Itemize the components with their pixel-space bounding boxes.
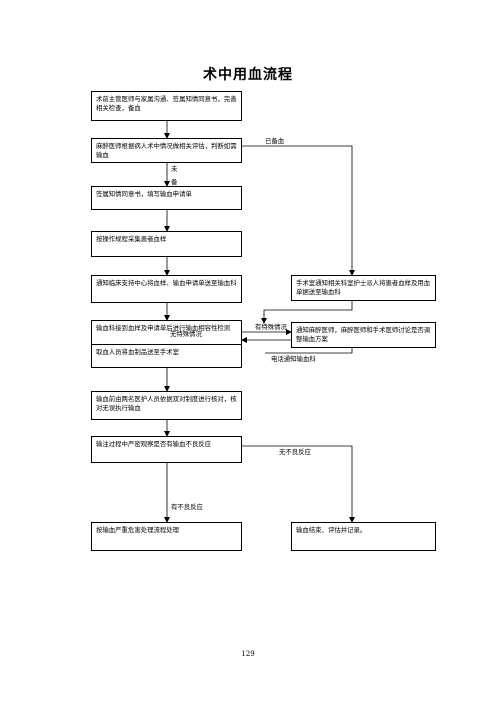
flow-box-deliver-blood: 取血人员将血制品送至手术室 bbox=[91, 344, 242, 368]
flow-box-collect-sample: 按操作规程采集患者血样 bbox=[91, 231, 242, 257]
page-title: 术中用血流程 bbox=[203, 67, 293, 83]
flow-box-compat-test: 输血科接到血样及申请单后进行输血相容性检测 bbox=[91, 320, 242, 347]
flow-box-anesthesia-eval: 麻醉医师根据病人术中情况做相关评估，判断如需输血 bbox=[91, 138, 242, 163]
label-phone-notify: 电话通知输血科 bbox=[271, 355, 316, 363]
arrow-phone-notify bbox=[265, 348, 353, 354]
label-not-prepared-1: 未 bbox=[171, 165, 178, 173]
flow-box-consent: 签属知情同意书，填写输血申请单 bbox=[91, 186, 242, 210]
flow-box-observe: 输注过程中严密观察是否有输血不良反应 bbox=[91, 436, 242, 463]
flow-box-anesthesia-notify: 通知麻醉医师，麻醉医师和手术医师讨论是否调整输血方案 bbox=[291, 322, 436, 348]
flow-box-send-sample: 通知临床支持中心将血样、输血申请单送至输血科 bbox=[91, 275, 242, 303]
arrow-no-adverse bbox=[242, 445, 355, 523]
arrow-prepared bbox=[242, 145, 355, 276]
flow-box-or-notify: 手术室通知相关科室护士派人将患者血样及用血单据送至输血科 bbox=[291, 275, 436, 301]
label-no-special-case: 无特殊情况 bbox=[170, 330, 202, 338]
label-not-prepared-2: 备 bbox=[171, 178, 178, 186]
label-has-adverse: 有不良反应 bbox=[171, 503, 203, 511]
page-number: 129 bbox=[241, 650, 255, 658]
flow-box-preop: 术前主管医师与家属沟通、签属知情同意书，完善相关检查，备血 bbox=[91, 91, 242, 121]
flow-box-double-check: 输血前由两名医护人员依据双对制度进行核对，核对无误执行输血 bbox=[91, 391, 242, 420]
label-prepared: 已备血 bbox=[265, 137, 285, 145]
label-special-case: 有特殊情况 bbox=[255, 323, 287, 331]
label-no-adverse: 无不良反应 bbox=[279, 448, 311, 456]
flow-box-finish-record: 输血结束、评估并记录。 bbox=[291, 522, 436, 551]
flow-box-adverse-handling: 按输血严重危害处理流程处理 bbox=[91, 522, 242, 551]
arrow-r1-b6 bbox=[261, 301, 353, 324]
